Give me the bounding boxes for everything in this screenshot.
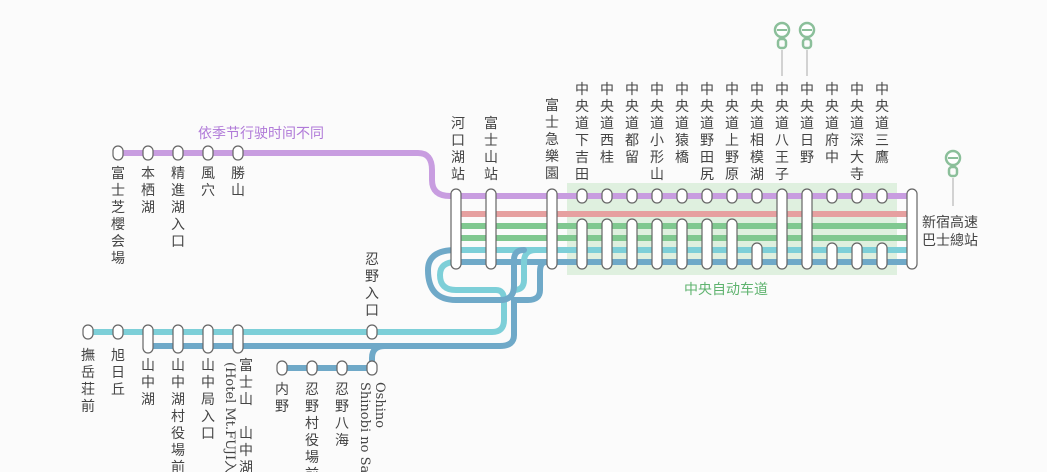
- station-marker: [601, 218, 613, 270]
- station-label: 中央道深大寺: [850, 82, 864, 183]
- station-marker: [366, 324, 378, 340]
- station-label: 風穴: [201, 166, 215, 199]
- station-marker: [576, 218, 588, 270]
- station-marker: [202, 145, 214, 161]
- station-label: 中央道上野原: [725, 82, 739, 183]
- station-label: 中央道三鷹: [875, 82, 889, 166]
- station-marker: [651, 218, 663, 270]
- station-marker: [651, 188, 663, 204]
- station-label: 中央道小形山: [650, 82, 664, 183]
- blue-loop: [145, 247, 527, 371]
- purple-line: [115, 150, 915, 199]
- station-marker: [851, 188, 863, 204]
- station-label: Shinobi no Sato: [357, 382, 372, 472]
- station-marker: [276, 360, 288, 376]
- station-marker: [676, 188, 688, 204]
- station-marker: [876, 242, 888, 270]
- station-label: 中央道府中: [825, 82, 839, 166]
- station-label: 富士芝櫻会場: [111, 165, 125, 267]
- station-marker: [366, 360, 378, 376]
- terminal-label-2: 巴士總站: [922, 232, 978, 249]
- station-label: 忍野八海: [335, 382, 349, 449]
- station-label: 旭日丘: [111, 348, 125, 398]
- station-label: 中央道野田尻: [700, 82, 714, 183]
- station-marker: [701, 218, 713, 270]
- station-label: 山中湖村役場前: [171, 358, 185, 472]
- station-marker: [306, 360, 318, 376]
- station-marker: [876, 188, 888, 204]
- train-icon: [773, 21, 791, 76]
- station-label: 山中局入口: [201, 358, 215, 442]
- station-label: 精進湖入口: [171, 166, 185, 250]
- station-marker: [172, 324, 184, 354]
- station-marker: [726, 218, 738, 270]
- station-marker: [801, 188, 813, 270]
- station-marker: [172, 145, 184, 161]
- station-marker: [851, 242, 863, 270]
- cyan-spur: [511, 247, 555, 293]
- train-icon: [798, 21, 816, 76]
- station-label: 本栖湖: [141, 166, 155, 216]
- station-marker: [112, 145, 124, 161]
- terminal-marker: [906, 188, 918, 270]
- station-label: 中央道八王子: [775, 82, 789, 183]
- station-label: 山中湖: [141, 358, 155, 408]
- station-marker: [202, 324, 214, 354]
- station-marker: [546, 188, 558, 270]
- station-label: Oshino: [372, 382, 387, 428]
- station-marker: [676, 218, 688, 270]
- station-marker: [726, 188, 738, 204]
- station-marker: [776, 188, 788, 270]
- station-label: 中央道下吉田: [575, 82, 589, 183]
- station-marker: [701, 188, 713, 204]
- station-label: 富士急樂園: [545, 97, 559, 182]
- station-marker: [232, 145, 244, 161]
- terminal-label-1: 新宿高速: [922, 214, 978, 231]
- train-icon: [944, 149, 962, 206]
- station-marker: [576, 188, 588, 204]
- station-label: 河口湖站: [451, 116, 465, 183]
- station-marker: [826, 188, 838, 204]
- station-marker: [751, 188, 763, 204]
- station-label: 富士山站: [484, 115, 498, 183]
- blue-spur: [511, 259, 555, 303]
- station-marker: [450, 188, 462, 270]
- station-marker: [485, 188, 497, 270]
- station-label: 中央道相模湖: [750, 82, 764, 183]
- station-label: 忍野入口: [365, 252, 379, 319]
- station-marker: [112, 324, 124, 340]
- expressway-label: 中央自动车道: [684, 281, 768, 298]
- station-label: 中央道西桂: [600, 82, 614, 166]
- station-label: 勝山: [231, 166, 245, 199]
- station-marker: [336, 360, 348, 376]
- station-marker: [601, 188, 613, 204]
- station-marker: [142, 145, 154, 161]
- station-label: 中央道日野: [800, 82, 814, 166]
- station-label: 内野: [275, 382, 289, 415]
- station-marker: [82, 324, 94, 340]
- seasonal-note: 依季节行驶时间不同: [198, 126, 324, 142]
- station-marker: [142, 324, 154, 354]
- station-marker: [626, 188, 638, 204]
- station-label: 富士山 山中湖: [239, 357, 253, 472]
- station-label: 中央道都留: [625, 82, 639, 166]
- station-marker: [626, 218, 638, 270]
- cyan-loop: [85, 259, 507, 335]
- station-label: 忍野村役場前: [305, 382, 319, 472]
- station-marker: [751, 242, 763, 270]
- station-label: 中央道猿橋: [675, 82, 689, 166]
- station-sublabel: (Hotel Mt.FUJI入口): [222, 362, 237, 472]
- station-marker: [232, 324, 244, 354]
- station-label: 撫岳荘前: [81, 348, 95, 415]
- station-marker: [826, 242, 838, 270]
